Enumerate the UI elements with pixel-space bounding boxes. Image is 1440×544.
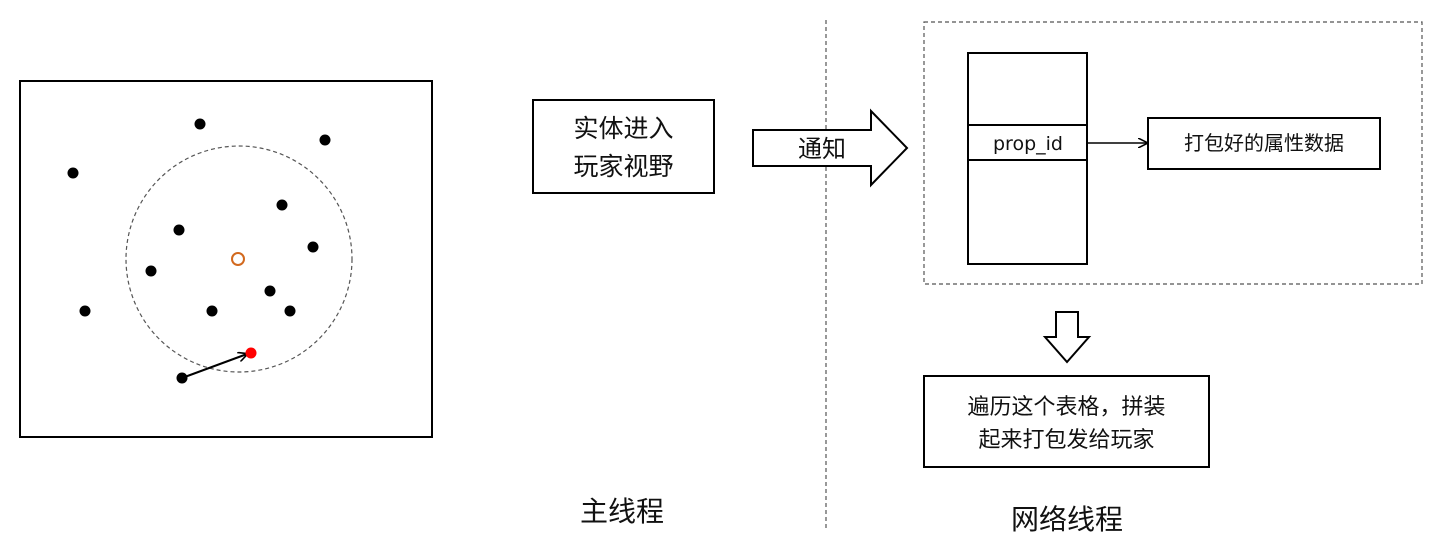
entity-dot — [79, 305, 91, 317]
entity-dot — [206, 305, 218, 317]
notify-label: 通知 — [798, 135, 846, 163]
entity-dot — [276, 199, 288, 211]
event-box-line2: 玩家视野 — [573, 152, 673, 181]
event-box-line1: 实体进入 — [573, 114, 673, 143]
packed-property-data-box — [1147, 117, 1381, 170]
entity-dot — [145, 265, 157, 277]
player-view-range-circle — [125, 145, 353, 373]
prop-id-field: prop_id — [993, 133, 1063, 155]
notify-arrow — [752, 108, 909, 188]
property-table — [967, 52, 1088, 265]
packed-property-data-label: 打包好的属性数据 — [1184, 131, 1344, 155]
action-box-line1: 遍历这个表格，拼装 — [967, 395, 1165, 420]
network-thread-region — [923, 21, 1423, 285]
network-thread-label: 网络线程 — [1011, 503, 1123, 536]
entity-dot — [194, 118, 206, 130]
entity-dot — [67, 167, 79, 179]
entity-dot — [319, 134, 331, 146]
entity-movement-arrow — [181, 354, 247, 379]
entity-dot — [284, 305, 296, 317]
action-box-line2: 起来打包发给玩家 — [978, 428, 1154, 453]
entity-enter-view-box — [532, 99, 715, 194]
entity-dot — [264, 285, 276, 297]
down-arrow — [1042, 311, 1092, 364]
player-marker — [231, 252, 245, 266]
main-thread-label: 主线程 — [580, 495, 664, 528]
entity-dot — [307, 241, 319, 253]
entity-dot — [173, 224, 185, 236]
entity-entering-view — [245, 347, 257, 359]
world-view-frame — [19, 80, 433, 438]
traverse-pack-send-box — [923, 375, 1210, 468]
